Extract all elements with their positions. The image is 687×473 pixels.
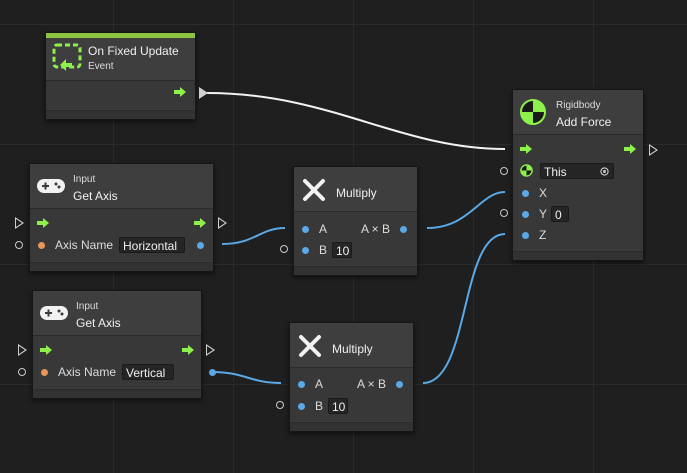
node-title: Get Axis — [73, 189, 118, 203]
rigidbody-icon — [520, 99, 546, 125]
control-output-connector[interactable] — [206, 344, 215, 356]
target-field[interactable]: This — [540, 163, 614, 179]
node-title: On Fixed Update — [88, 44, 179, 58]
gamepad-icon — [40, 306, 68, 320]
node-header: Rigidbody Add Force — [513, 90, 643, 135]
control-input-connector[interactable] — [15, 217, 24, 229]
control-output-port[interactable] — [194, 218, 206, 228]
axis-name-value: Horizontal — [123, 239, 178, 253]
b-label: B — [315, 399, 324, 413]
b-label: B — [319, 243, 328, 257]
y-input-port[interactable] — [522, 211, 529, 218]
control-output-port[interactable] — [182, 345, 194, 355]
node-title: Get Axis — [76, 316, 121, 330]
event-loop-icon — [52, 43, 82, 71]
a-input-port[interactable] — [302, 226, 309, 233]
value-wire-axis2-to-mul2-a[interactable] — [211, 371, 282, 384]
control-input-connector[interactable] — [18, 344, 27, 356]
axis-name-field[interactable]: Horizontal — [119, 237, 185, 253]
product-label: A × B — [357, 377, 387, 391]
value-wire-axis1-to-mul1-a[interactable] — [221, 227, 286, 245]
y-value: 0 — [555, 208, 562, 222]
node-header: Input Get Axis — [30, 164, 213, 209]
node-title: Multiply — [336, 186, 377, 200]
node-subtitle: Event — [88, 61, 114, 72]
target-value: This — [544, 165, 567, 179]
control-output-port[interactable] — [174, 87, 186, 97]
product-label: A × B — [361, 222, 391, 236]
b-value-field[interactable]: 10 — [332, 242, 352, 258]
y-value-field[interactable]: 0 — [551, 206, 569, 222]
axis-name-label: Axis Name — [58, 365, 117, 379]
product-output-port[interactable] — [396, 381, 403, 388]
rigidbody-small-icon — [520, 164, 533, 177]
x-label: X — [539, 186, 548, 200]
target-picker-icon[interactable] — [600, 167, 609, 176]
multiply-node-2[interactable]: Multiply A A × B B 10 — [289, 322, 414, 432]
node-subtitle: Rigidbody — [556, 100, 601, 111]
control-output-connector[interactable] — [649, 144, 658, 156]
get-axis-vertical-node[interactable]: Input Get Axis Axis Name Vertical — [32, 290, 216, 399]
event-accent-bar — [46, 33, 195, 38]
axis-name-input-port[interactable] — [41, 369, 48, 376]
gamepad-icon — [37, 179, 65, 193]
a-label: A — [315, 377, 324, 391]
node-header: On Fixed Update Event — [46, 38, 195, 81]
on-fixed-update-node[interactable]: On Fixed Update Event — [45, 32, 196, 120]
axis-value-output-port[interactable] — [197, 242, 204, 249]
a-label: A — [319, 222, 328, 236]
b-value-field[interactable]: 10 — [328, 398, 348, 414]
control-wire-fixed-update-to-add-force[interactable] — [206, 92, 506, 150]
value-wire-mul2-to-add-force-z[interactable] — [422, 233, 506, 384]
b-input-port[interactable] — [298, 403, 305, 410]
product-output-port[interactable] — [400, 226, 407, 233]
axis-value-output-port[interactable] — [209, 369, 216, 376]
axis-name-field[interactable]: Vertical — [122, 364, 174, 380]
control-output-connector[interactable] — [199, 87, 208, 99]
z-label: Z — [539, 228, 547, 242]
b-value: 10 — [332, 400, 346, 414]
node-subtitle: Input — [76, 301, 99, 312]
b-input-port[interactable] — [302, 247, 309, 254]
a-input-port[interactable] — [298, 381, 305, 388]
y-label: Y — [539, 207, 548, 221]
node-title: Add Force — [556, 115, 612, 129]
node-title: Multiply — [332, 342, 373, 356]
node-header: Multiply — [294, 167, 417, 212]
control-input-port[interactable] — [520, 144, 532, 154]
y-input-connector[interactable] — [500, 209, 508, 217]
get-axis-horizontal-node[interactable]: Input Get Axis Axis Name Horizontal — [29, 163, 214, 272]
b-input-connector[interactable] — [280, 245, 288, 253]
control-output-connector[interactable] — [218, 217, 227, 229]
multiply-x-icon — [303, 179, 325, 201]
axis-name-value: Vertical — [126, 366, 166, 380]
b-value: 10 — [336, 244, 350, 258]
target-input-connector[interactable] — [500, 167, 508, 175]
node-subtitle: Input — [73, 174, 96, 185]
axis-name-input-port[interactable] — [38, 242, 45, 249]
multiply-x-icon — [299, 335, 321, 357]
axis-name-label: Axis Name — [55, 238, 114, 252]
x-input-port[interactable] — [522, 190, 529, 197]
axis-name-input-connector[interactable] — [18, 368, 26, 376]
control-input-port[interactable] — [40, 345, 52, 355]
multiply-node-1[interactable]: Multiply A A × B B 10 — [293, 166, 418, 276]
add-force-node[interactable]: Rigidbody Add Force This X Y 0 Z — [512, 89, 644, 261]
axis-name-input-connector[interactable] — [15, 241, 23, 249]
control-input-port[interactable] — [37, 218, 49, 228]
node-header: Multiply — [290, 323, 413, 368]
node-header: Input Get Axis — [33, 291, 201, 336]
value-wire-mul1-to-add-force-x[interactable] — [426, 191, 506, 229]
z-input-port[interactable] — [522, 232, 529, 239]
b-input-connector[interactable] — [276, 401, 284, 409]
control-output-port[interactable] — [624, 144, 636, 154]
